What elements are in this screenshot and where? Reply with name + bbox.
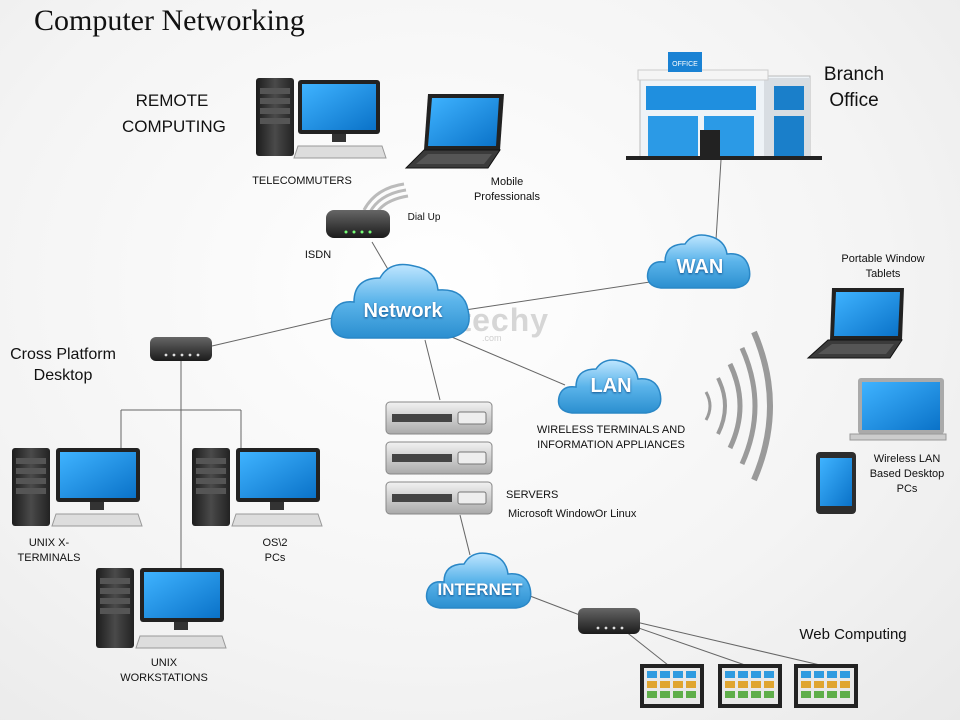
cross-line1: Cross Platform <box>10 346 116 363</box>
portable-line2: Tablets <box>865 268 901 280</box>
wireless-lan-label: Wireless LAN Based Desktop PCs <box>862 452 952 497</box>
line-router-web3 <box>635 621 821 666</box>
wireless-line1: WIRELESS TERMINALS AND <box>536 424 686 436</box>
wan-cloud-icon <box>646 234 751 289</box>
mobile-label-line2: Professionals <box>473 191 541 203</box>
line-network-servers <box>424 339 441 401</box>
web-computing-label: Web Computing <box>799 626 907 643</box>
wireless-terminals-label: WIRELESS TERMINALS AND INFORMATION APPLI… <box>536 423 686 453</box>
portable-tablets-label: Portable Window Tablets <box>826 252 940 282</box>
dial-up-label: Dial Up <box>407 212 441 223</box>
server-unit-2 <box>385 441 493 475</box>
branch-office-label: Branch Office <box>816 62 892 114</box>
network-cloud-label: Network <box>363 300 443 322</box>
remote-computing-line2: COMPUTING <box>122 117 226 136</box>
unix-ws-line1: UNIX <box>150 657 178 669</box>
web-router-icon <box>578 608 640 634</box>
unix-ws-line2: WORKSTATIONS <box>120 672 208 684</box>
unix-x-terminal-pc-icon <box>12 448 143 527</box>
wlan-line2: Based Desktop <box>869 468 945 480</box>
line-wan-branch <box>715 159 722 241</box>
wireless-desktop-laptop-icon <box>849 378 947 441</box>
web-screen-1 <box>640 664 704 708</box>
os2-pc-icon <box>192 448 323 527</box>
telecommuters-label: TELECOMMUTERS <box>252 175 352 187</box>
mobile-laptop-icon <box>404 94 504 169</box>
unix-x-line1: UNIX X- <box>28 537 70 549</box>
unix-workstation-icon <box>96 568 227 649</box>
line-hub-network <box>211 314 346 347</box>
web-screens-icon <box>640 664 858 708</box>
unix-workstations-label: UNIX WORKSTATIONS <box>114 656 214 686</box>
mobile-label-line1: Mobile <box>490 176 524 188</box>
line-network-wan <box>464 281 651 311</box>
portable-laptop-icon <box>806 288 904 359</box>
branch-line1: Branch <box>823 64 885 85</box>
lan-cloud-label: LAN <box>590 375 632 397</box>
line-router-web2 <box>629 624 746 666</box>
internet-cloud-icon <box>425 552 532 609</box>
watermark-sub: .com <box>482 333 502 343</box>
line-internet-router <box>529 595 586 618</box>
mobile-professionals-label: Mobile Professionals <box>462 175 552 205</box>
unix-x-terminals-label: UNIX X- TERMINALS <box>14 536 84 566</box>
cross-platform-label: Cross Platform Desktop <box>8 344 118 386</box>
os2-line1: OS\2 <box>262 537 288 549</box>
portable-line1: Portable Window <box>841 253 925 265</box>
remote-computing-label: REMOTE COMPUTING <box>122 88 226 140</box>
remote-computing-line1: REMOTE <box>135 91 209 110</box>
server-unit-3 <box>385 481 493 515</box>
unix-x-line2: TERMINALS <box>17 552 81 564</box>
wireless-line2: INFORMATION APPLIANCES <box>537 439 685 451</box>
cross-line2: Desktop <box>33 367 93 384</box>
isdn-modem-icon <box>326 210 390 238</box>
lan-cloud-icon <box>557 359 662 414</box>
telecommuter-desktop-icon <box>256 78 387 159</box>
server-unit-1 <box>385 401 493 435</box>
servers-os-label: Microsoft WindowOr Linux <box>508 508 637 520</box>
wlan-line3: PCs <box>896 483 918 495</box>
line-network-lan <box>446 334 566 386</box>
servers-label: SERVERS <box>506 489 559 501</box>
os2-line2: PCs <box>264 552 286 564</box>
servers-rack-icon <box>385 401 493 515</box>
web-screen-2 <box>718 664 782 708</box>
wan-cloud-label: WAN <box>676 256 724 278</box>
web-screen-3 <box>794 664 858 708</box>
branch-line2: Office <box>829 90 879 111</box>
os2-pcs-label: OS\2 PCs <box>252 536 298 566</box>
isdn-label: ISDN <box>304 249 332 261</box>
tablet-device-icon <box>816 452 856 514</box>
wlan-line1: Wireless LAN <box>873 453 941 465</box>
office-building-icon: OFFICE <box>626 52 822 160</box>
internet-cloud-label: INTERNET <box>437 580 523 599</box>
office-sign-text: OFFICE <box>672 61 698 68</box>
page-title: Computer Networking <box>34 4 305 37</box>
wireless-signal-icon <box>704 330 773 482</box>
network-hub-icon <box>150 337 212 361</box>
network-cloud-icon <box>330 263 470 339</box>
line-servers-internet <box>459 514 471 556</box>
